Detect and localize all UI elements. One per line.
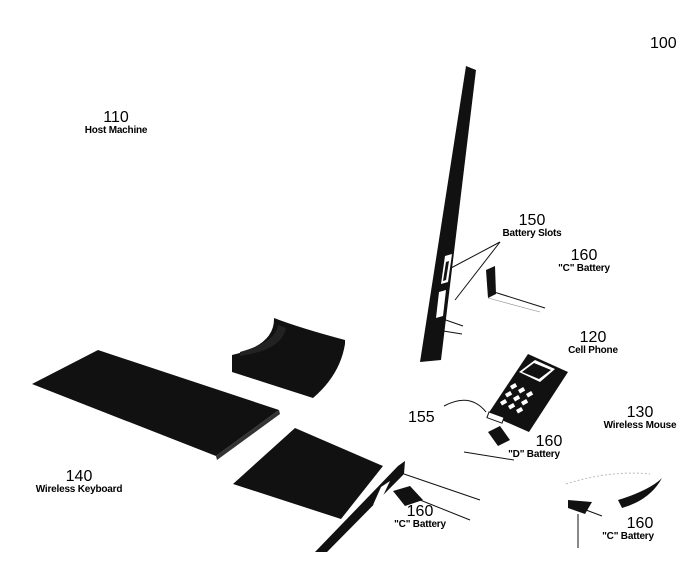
label-c-top-number: 160 — [570, 247, 598, 264]
dock-slab — [233, 428, 383, 519]
figure-number: 100 — [650, 35, 677, 52]
label-keyboard-caption: Wireless Keyboard — [35, 484, 123, 495]
c-battery-right — [568, 500, 603, 548]
label-c-top-caption: "C" Battery — [558, 263, 610, 274]
label-mouse-caption: Wireless Mouse — [603, 420, 677, 431]
label-host-number: 110 — [103, 109, 129, 126]
label-host-caption: Host Machine — [84, 125, 148, 136]
connector-leader — [443, 399, 487, 413]
label-slots-caption: Battery Slots — [502, 228, 562, 239]
label-c-battery-right: 160 "C" Battery — [596, 516, 660, 542]
label-wireless-keyboard: 140 Wireless Keyboard — [28, 469, 130, 495]
label-c-battery-bottom: 160 "C" Battery — [388, 504, 452, 530]
label-c-right-caption: "C" Battery — [602, 531, 654, 542]
label-phone-caption: Cell Phone — [568, 345, 618, 356]
label-c-bottom-caption: "C" Battery — [394, 519, 446, 530]
label-battery-slots: 150 Battery Slots — [496, 213, 568, 239]
d-battery — [463, 426, 515, 461]
label-d-battery: 160 "D" Battery — [500, 434, 568, 460]
label-host-machine: 110 Host Machine — [80, 110, 152, 136]
label-slots-number: 150 — [518, 212, 546, 229]
battery-slot-lower — [436, 290, 446, 318]
c-battery-top — [486, 266, 546, 313]
host-monitor — [420, 66, 476, 362]
label-d-number: 160 — [535, 433, 563, 450]
label-c-battery-top: 160 "C" Battery — [552, 248, 616, 274]
wireless-mouse — [565, 472, 662, 508]
label-c-right-number: 160 — [626, 515, 654, 532]
c-battery-bottom — [393, 486, 471, 521]
label-d-caption: "D" Battery — [508, 449, 560, 460]
wireless-keyboard — [32, 350, 280, 460]
label-phone-number: 120 — [579, 329, 607, 346]
ramp-wedge — [315, 461, 481, 552]
cell-phone — [486, 354, 568, 432]
label-keyboard-number: 140 — [65, 468, 93, 485]
slot-leaders — [450, 241, 501, 301]
label-wireless-mouse: 130 Wireless Mouse — [596, 405, 684, 431]
label-connector-number: 155 — [408, 409, 435, 426]
label-mouse-number: 130 — [626, 404, 654, 421]
label-cell-phone: 120 Cell Phone — [558, 330, 628, 356]
curved-stand — [232, 318, 345, 398]
label-c-bottom-number: 160 — [406, 503, 434, 520]
